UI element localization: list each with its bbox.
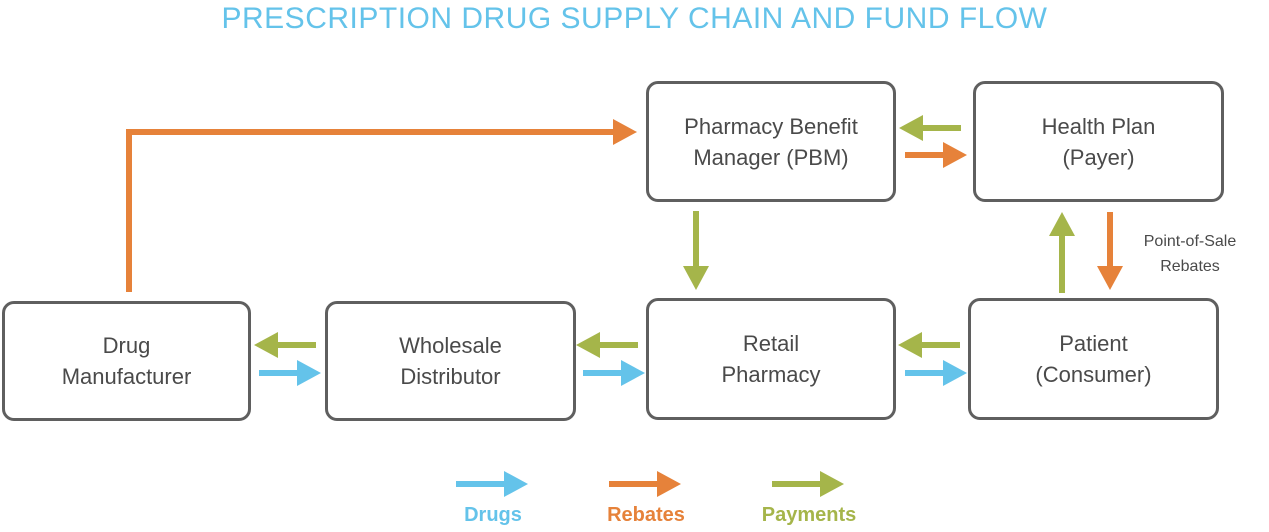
flow-manufacturer-to-pbm-rebates (126, 119, 637, 292)
legend-payments-label: Payments (761, 504, 857, 526)
flow-health-plan-to-patient-rebates (1097, 212, 1123, 290)
flow-health-plan-to-pbm-payments-head (899, 115, 923, 141)
node-wholesaler-line2: Distributor (400, 364, 501, 389)
flow-patient-to-health-plan-payments-head (1049, 212, 1075, 236)
flow-pharmacy-to-wholesaler-payments (576, 332, 638, 358)
legend-rebates-arrow-head (657, 471, 681, 497)
node-pbm-line2: Manager (PBM) (693, 144, 849, 170)
legend-drugs-arrow (456, 471, 528, 497)
node-health-plan-line1: Health Plan (1041, 113, 1156, 139)
node-health-plan-line2: (Payer) (1062, 144, 1135, 170)
node-pharmacy-line1: Retail (742, 331, 800, 356)
legend-rebates-label: Rebates (607, 504, 685, 526)
flow-health-plan-to-pbm-payments (899, 115, 961, 141)
flow-manufacturer-to-pbm-rebates-shaft (126, 129, 615, 292)
flow-wholesaler-to-manufacturer-payments-head (254, 332, 278, 358)
node-wholesaler-line1: Wholesale (399, 333, 502, 358)
node-wholesaler: Wholesale Distributor (325, 301, 576, 421)
flow-health-plan-to-patient-rebates-head (1097, 266, 1123, 290)
flow-wholesaler-to-pharmacy-drugs-head (621, 360, 645, 386)
node-pharmacy: Retail Pharmacy (646, 298, 896, 420)
flow-wholesaler-to-pharmacy-drugs (583, 360, 645, 386)
flow-pharmacy-to-patient-drugs-head (943, 360, 967, 386)
diagram-title: PRESCRIPTION DRUG SUPPLY CHAIN AND FUND … (221, 2, 1048, 35)
node-manufacturer: Drug Manufacturer (2, 301, 251, 421)
node-pbm-line1: Pharmacy Benefit (684, 113, 858, 139)
flow-patient-to-health-plan-payments (1049, 212, 1075, 293)
legend-payments-arrow (772, 471, 844, 497)
legend-drugs-label: Drugs (464, 504, 522, 526)
node-patient-line2: (Consumer) (1035, 362, 1152, 387)
pos-rebates-label-line2: Rebates (1160, 258, 1220, 275)
node-pbm: Pharmacy Benefit Manager (PBM) (646, 81, 896, 202)
flow-pharmacy-to-wholesaler-payments-head (576, 332, 600, 358)
pos-rebates-label: Point-of-Sale Rebates (1126, 229, 1254, 279)
flow-pharmacy-to-patient-drugs (905, 360, 967, 386)
node-health-plan: Health Plan (Payer) (973, 81, 1224, 202)
node-manufacturer-line2: Manufacturer (61, 364, 192, 389)
pos-rebates-label-line1: Point-of-Sale (1143, 233, 1237, 250)
node-patient: Patient (Consumer) (968, 298, 1219, 420)
flow-manufacturer-to-wholesaler-drugs-head (297, 360, 321, 386)
flow-patient-to-pharmacy-payments (898, 332, 960, 358)
flow-pbm-to-health-plan-rebates (905, 142, 967, 168)
flow-pbm-to-health-plan-rebates-head (943, 142, 967, 168)
flow-manufacturer-to-pbm-rebates-head (613, 119, 637, 145)
flow-wholesaler-to-manufacturer-payments (254, 332, 316, 358)
node-pharmacy-line2: Pharmacy (721, 362, 821, 387)
legend-drugs-arrow-head (504, 471, 528, 497)
flow-manufacturer-to-wholesaler-drugs (259, 360, 321, 386)
node-patient-line1: Patient (1059, 331, 1128, 356)
legend-rebates-arrow (609, 471, 681, 497)
node-manufacturer-line1: Drug (102, 333, 151, 358)
flow-pbm-to-pharmacy-payments (683, 211, 709, 290)
legend-payments-arrow-head (820, 471, 844, 497)
flow-patient-to-pharmacy-payments-head (898, 332, 922, 358)
flow-pbm-to-pharmacy-payments-head (683, 266, 709, 290)
